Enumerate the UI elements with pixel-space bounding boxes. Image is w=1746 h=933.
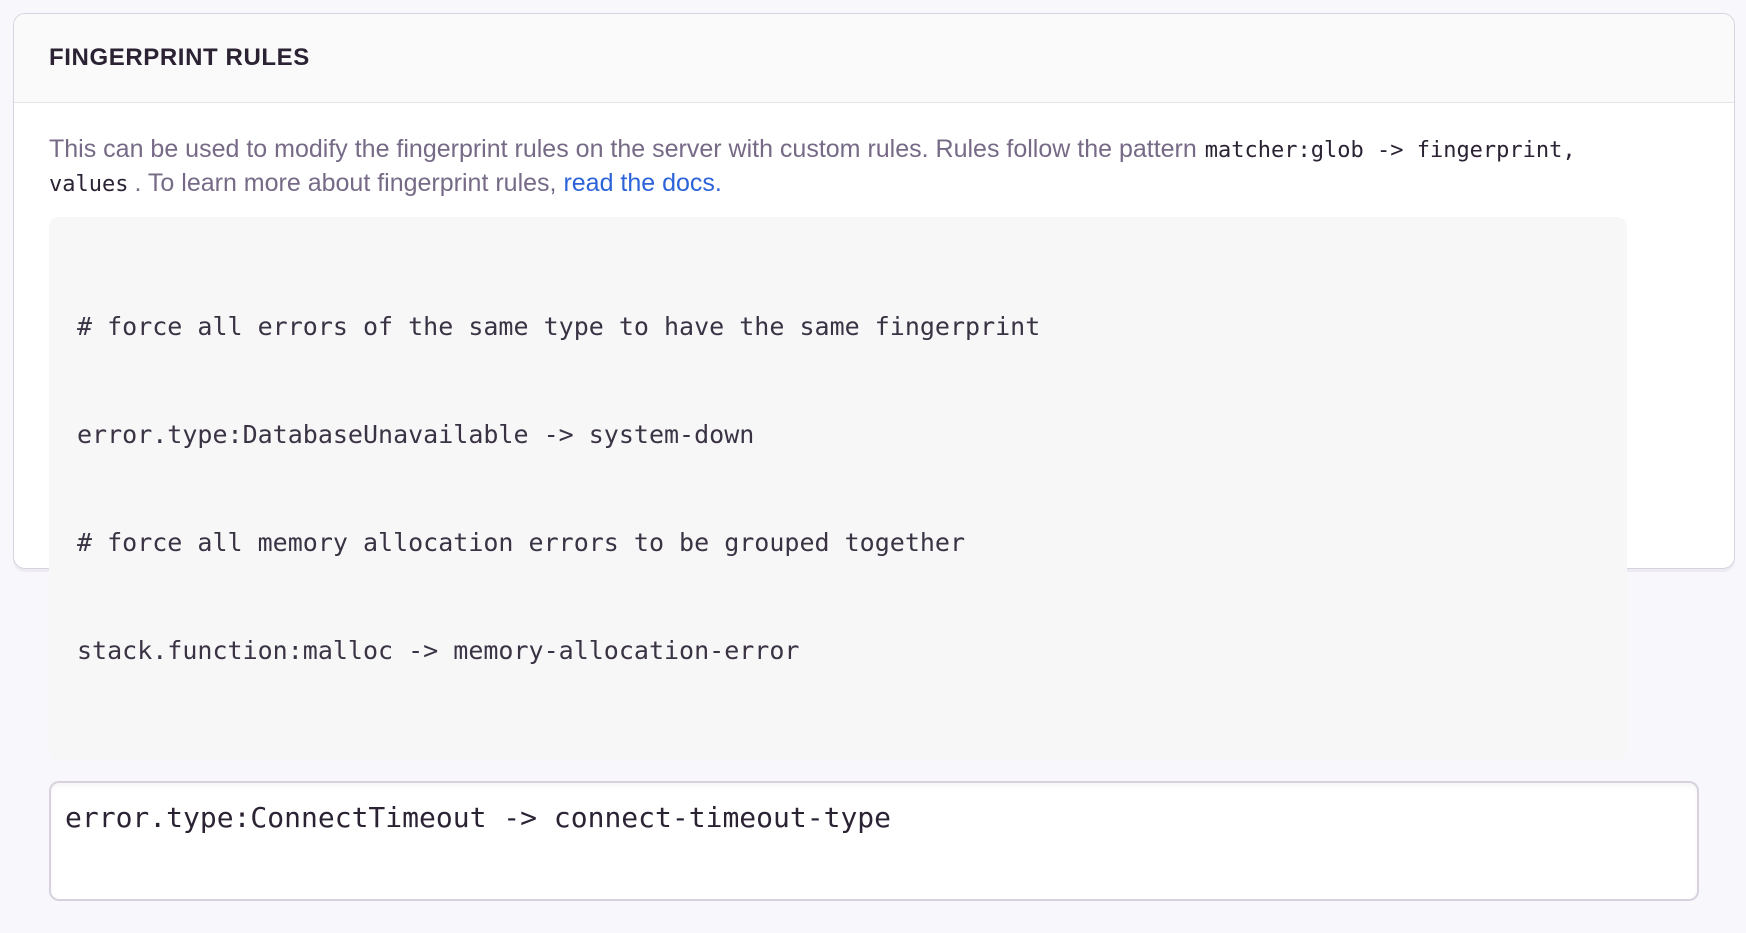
example-code-line: error.type:DatabaseUnavailable -> system… <box>77 420 755 449</box>
description-text-continued: . To learn more about fingerprint rules, <box>134 169 557 197</box>
example-code-line: # force all errors of the same type to h… <box>77 312 1041 341</box>
description-line-2: values. To learn more about fingerprint … <box>49 167 1699 201</box>
example-code-line: # force all memory allocation errors to … <box>77 528 966 557</box>
panel-header: FINGERPRINT RULES <box>14 14 1734 103</box>
read-the-docs-link[interactable]: read the docs. <box>563 169 722 197</box>
fingerprint-rules-panel: FINGERPRINT RULES This can be used to mo… <box>13 13 1735 901</box>
field-description: This can be used to modify the fingerpri… <box>49 133 1699 201</box>
description-line-1: This can be used to modify the fingerpri… <box>49 133 1699 167</box>
panel-body: This can be used to modify the fingerpri… <box>14 103 1734 933</box>
panel-title: FINGERPRINT RULES <box>49 44 310 71</box>
example-code-block: # force all errors of the same type to h… <box>49 217 1627 761</box>
example-code-line: stack.function:malloc -> memory-allocati… <box>77 636 800 665</box>
pattern-code-snippet-continued: values <box>49 172 129 197</box>
pattern-code-snippet: matcher:glob -> fingerprint, <box>1204 138 1576 163</box>
fingerprint-rules-input[interactable]: error.type:ConnectTimeout -> connect-tim… <box>49 781 1699 901</box>
description-text: This can be used to modify the fingerpri… <box>49 135 1197 163</box>
